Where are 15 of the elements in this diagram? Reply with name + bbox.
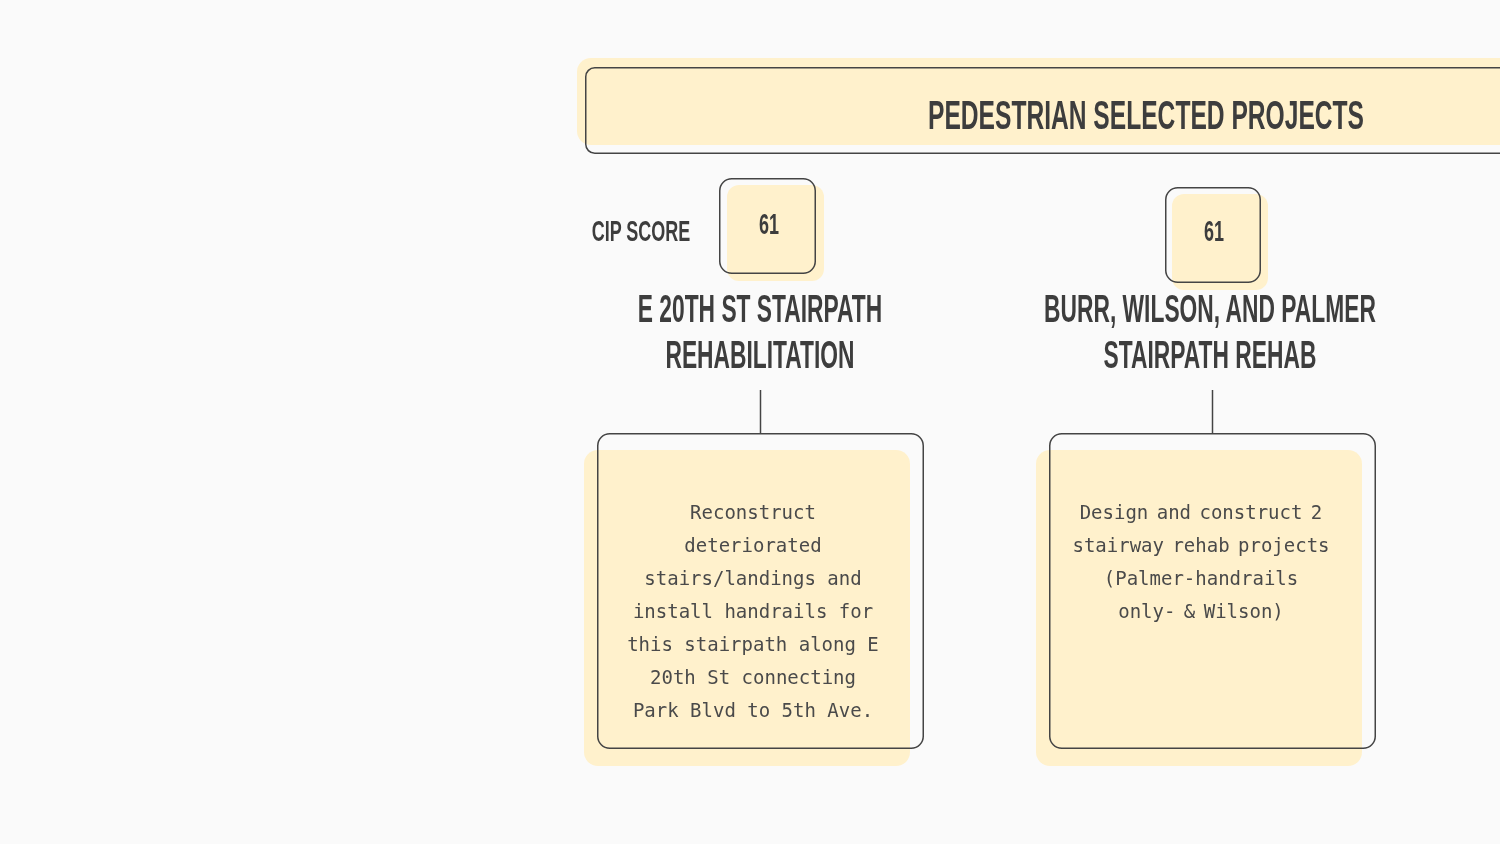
project-title: E 20TH ST STAIRPATH REHABILITATION — [637, 287, 883, 378]
score-box — [1165, 187, 1268, 290]
score-row-label: CIP SCORE — [591, 215, 691, 246]
description-box — [584, 433, 924, 766]
project-title: BURR, WILSON, AND PALMER STAIRPATH REHAB — [1043, 287, 1377, 378]
description-box — [1036, 433, 1376, 766]
banner-title: PEDESTRIAN SELECTED PROJECTS — [928, 95, 1364, 137]
connector-line — [759, 389, 762, 434]
score-value: 61 — [1204, 215, 1224, 246]
connector-line — [1211, 389, 1214, 434]
banner-box — [577, 58, 1500, 155]
score-value: 61 — [759, 208, 779, 239]
description-text: Reconstruct deteriorated stairs/landings and install handrails for this stairpath along E 20th St connecting Park Blvd to 5th Ave. — [626, 500, 880, 723]
description-text: Design and construct 2 stairway rehab projects (Palmer-handrails only- & Wilson) — [1072, 500, 1330, 624]
score-box — [719, 178, 824, 281]
